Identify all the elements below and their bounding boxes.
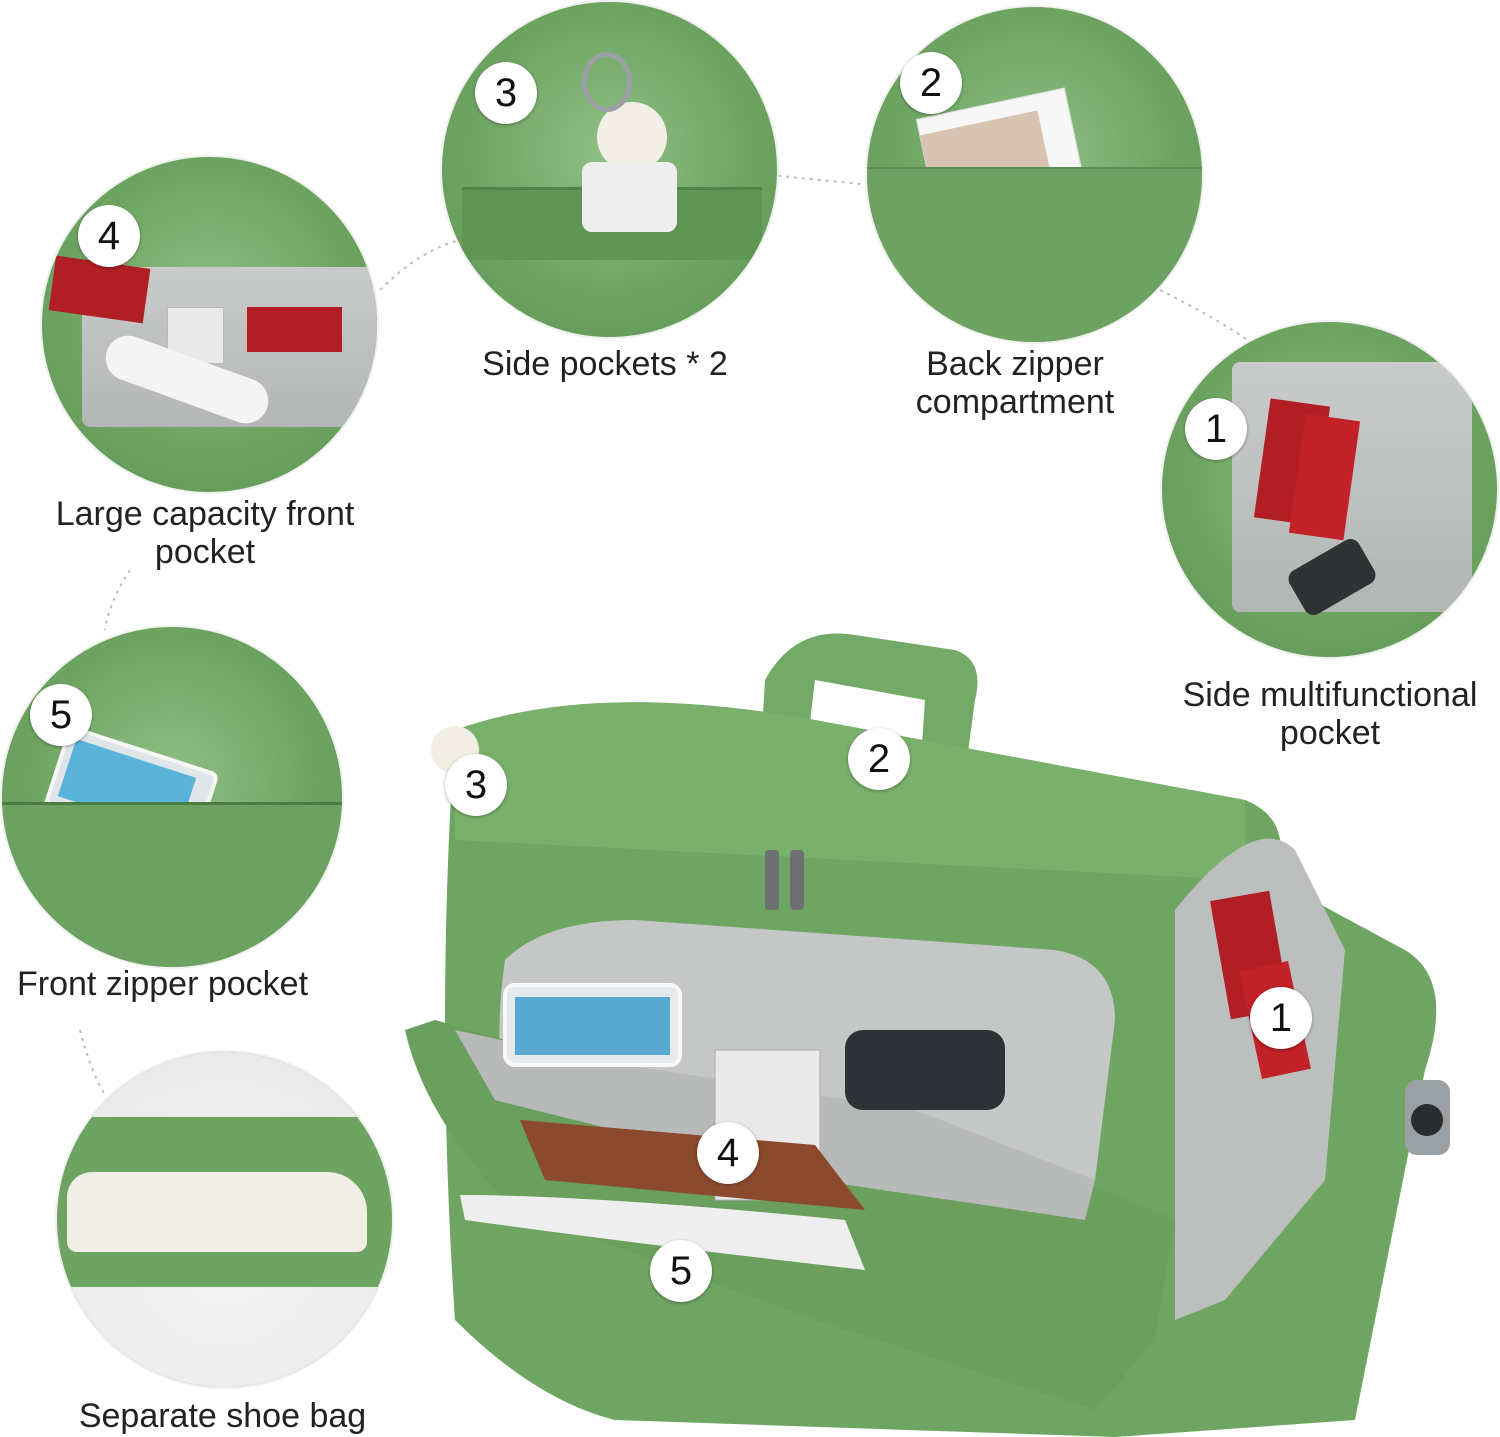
red-passport	[247, 307, 342, 352]
badge-number: 3	[445, 754, 507, 816]
umbrella	[582, 162, 677, 232]
caption-front-pocket: Large capacity front pocket	[55, 495, 355, 571]
detail-circle-side-pockets	[440, 0, 779, 339]
detail-circle-front-pocket	[40, 155, 379, 494]
caption-front-zipper: Front zipper pocket	[16, 965, 309, 1003]
badge-number: 1	[1250, 987, 1312, 1049]
detail-circle-side-pocket	[1160, 320, 1499, 659]
badge-number: 3	[475, 62, 537, 124]
ball	[597, 102, 667, 172]
badge-number: 5	[650, 1240, 712, 1302]
d-ring	[582, 52, 632, 112]
pocket-panel	[867, 167, 1202, 342]
detail-circle-front-zipper	[0, 625, 344, 969]
badge-number: 4	[78, 205, 140, 267]
caption-side-pockets: Side pockets * 2	[482, 345, 728, 383]
badge-number: 5	[30, 684, 92, 746]
badge-number: 2	[900, 52, 962, 114]
badge-number: 2	[848, 728, 910, 790]
duffel-bag-illustration	[405, 633, 1450, 1437]
detail-circle-back-zipper	[865, 5, 1204, 344]
caption-back-zipper: Back zipper compartment	[915, 345, 1115, 421]
caption-shoe-bag: Separate shoe bag	[78, 1397, 367, 1435]
detail-circle-shoe-bag	[55, 1050, 394, 1389]
badge-number: 4	[697, 1122, 759, 1184]
pocket-panel	[2, 802, 342, 967]
shoe	[67, 1172, 367, 1252]
badge-number: 1	[1185, 398, 1247, 460]
caption-side-pocket: Side multifunctional pocket	[1182, 676, 1478, 752]
